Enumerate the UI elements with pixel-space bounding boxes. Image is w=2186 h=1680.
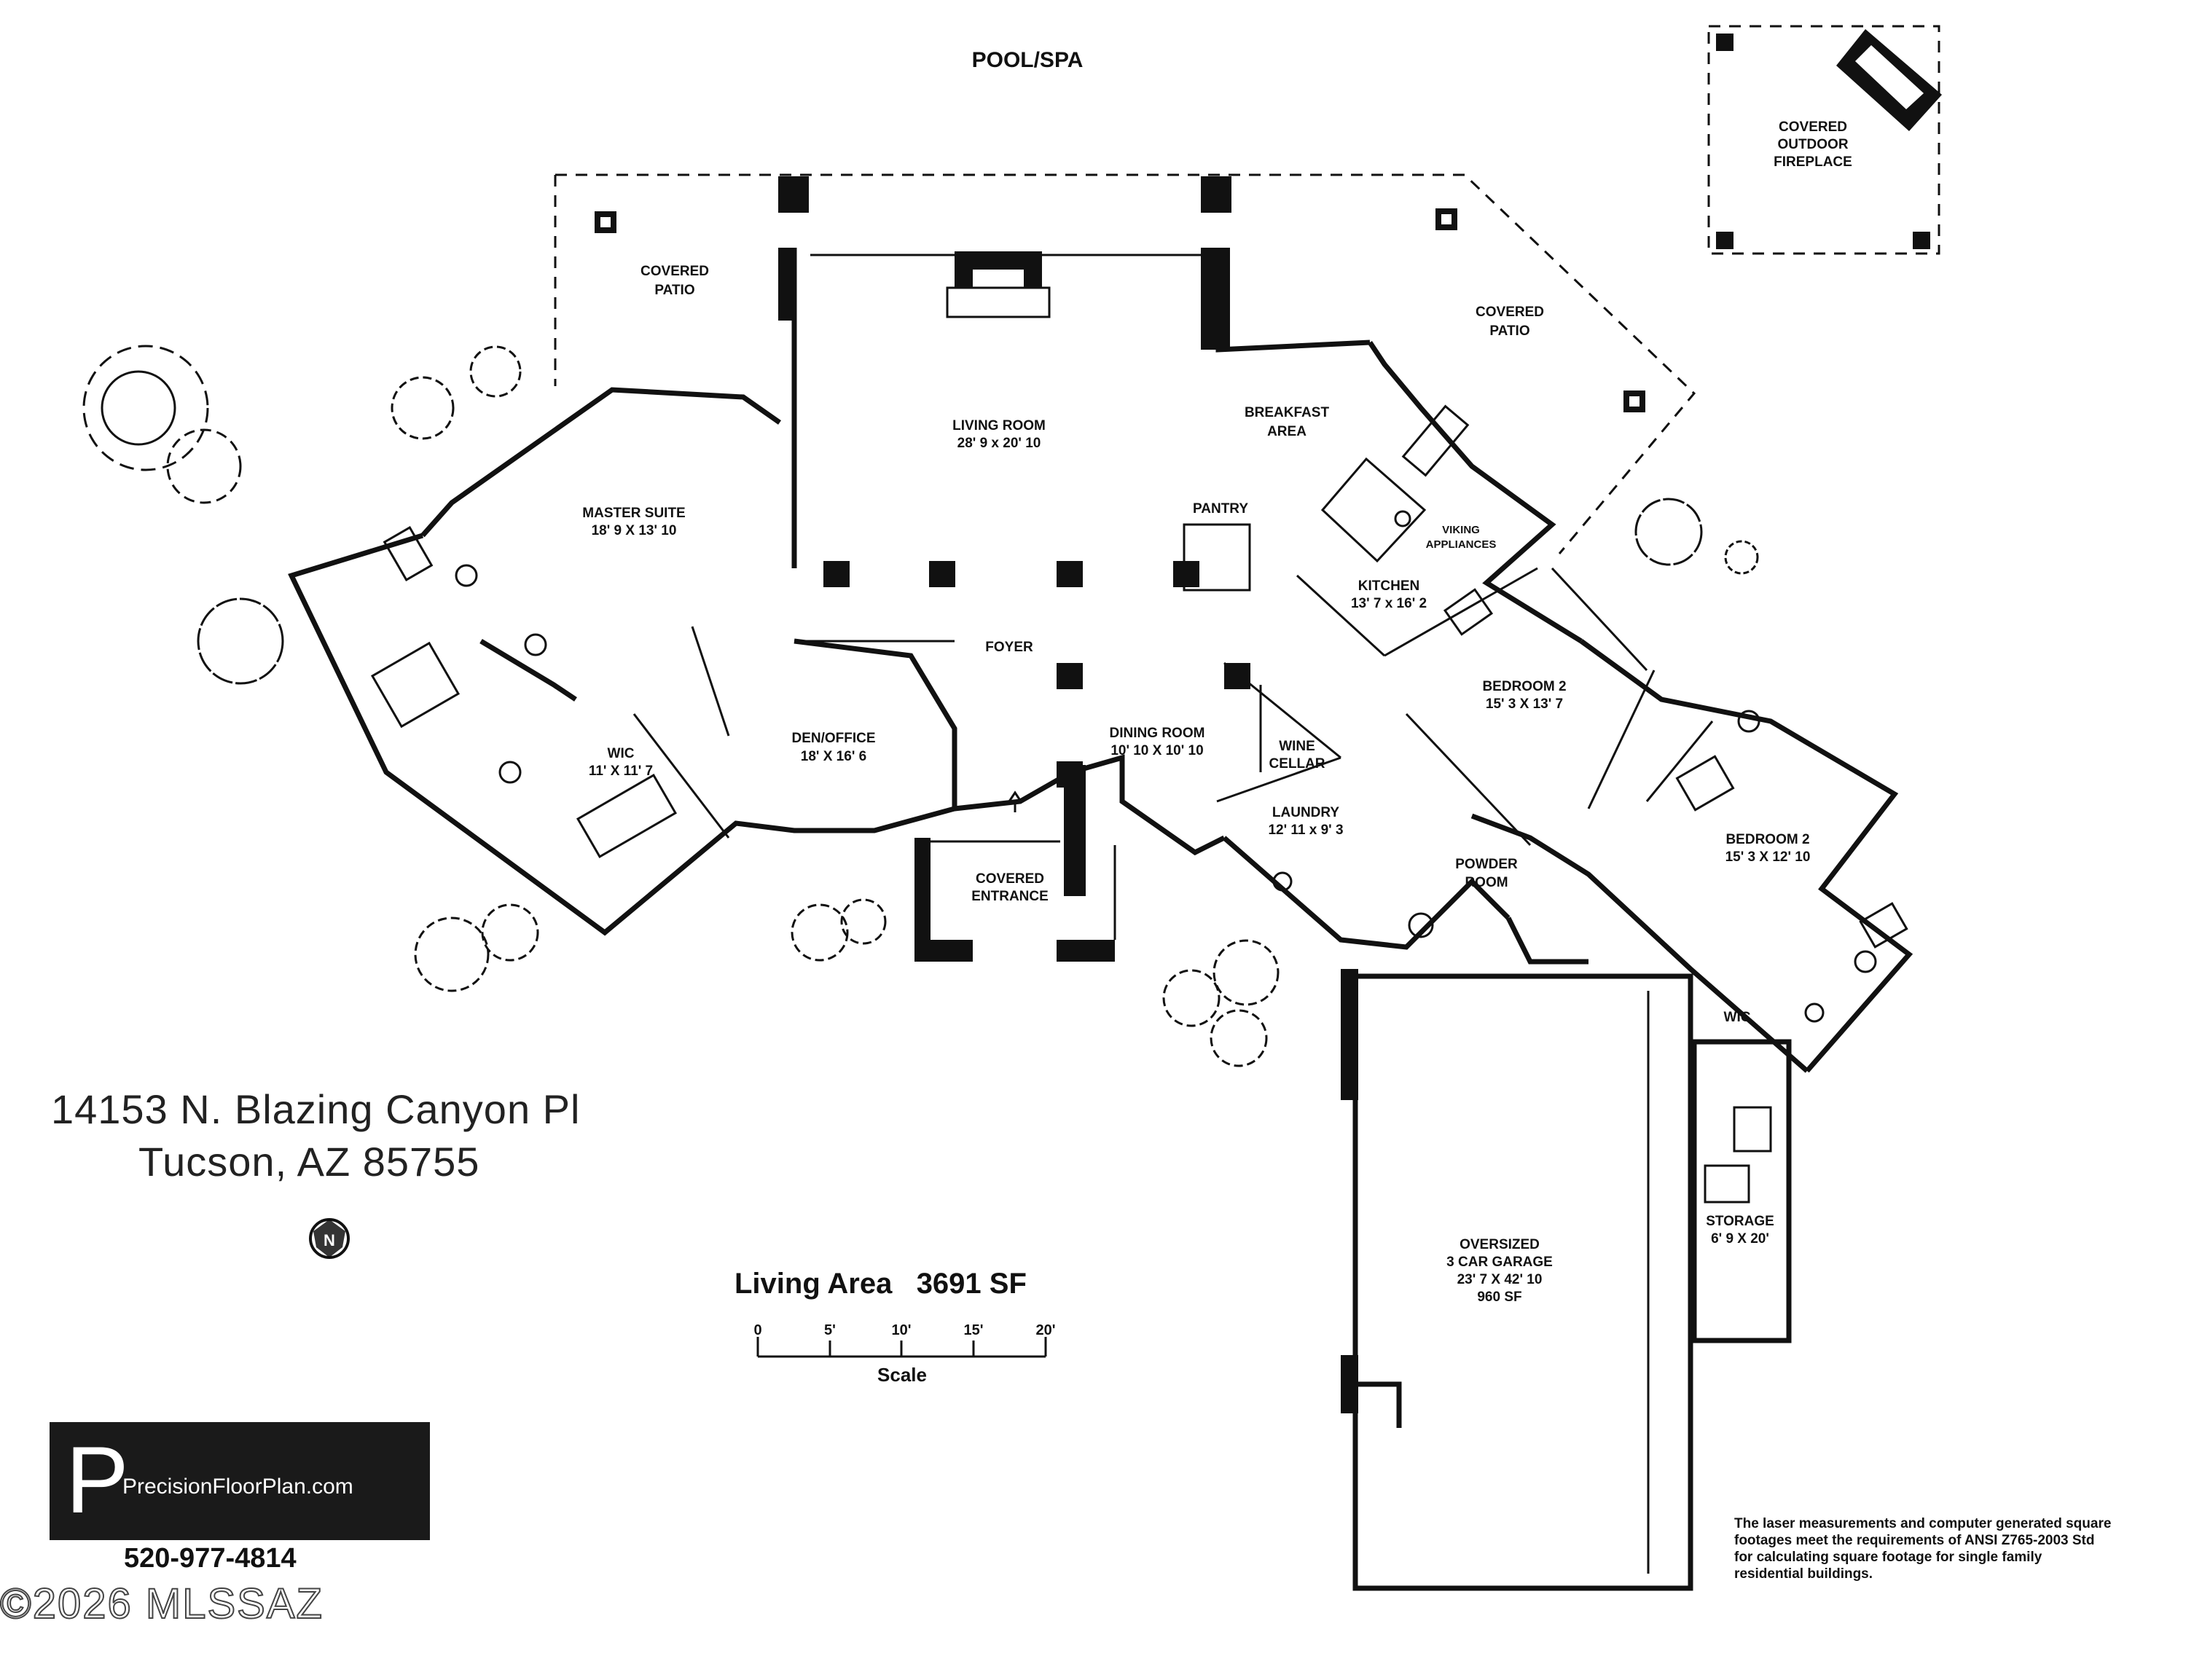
covered-patio-right-label: COVERED PATIO [1476,305,1544,339]
svg-text:CELLAR: CELLAR [1269,756,1325,772]
svg-text:WINE: WINE [1279,739,1315,754]
columns [823,561,1250,788]
address-line-1: 14153 N. Blazing Canyon Pl [51,1086,581,1132]
pool-spa-label: POOL/SPA [972,48,1084,72]
address-line-2: Tucson, AZ 85755 [138,1139,480,1185]
bedroom-2a-label: BEDROOM 2 15' 3 X 13' 7 [1482,679,1566,712]
kitchen-fixtures [1183,404,1494,636]
copyright-watermark: ©2026 MLSSAZ [0,1579,324,1628]
scale-tick-10: 10' [891,1322,911,1338]
svg-text:15' 3 X 13' 7: 15' 3 X 13' 7 [1486,696,1563,712]
svg-text:COVERED: COVERED [1779,119,1847,135]
svg-text:LAUNDRY: LAUNDRY [1272,805,1340,820]
living-area-total: Living Area 3691 SF [734,1268,1027,1300]
svg-text:10' 10 X 10' 10: 10' 10 X 10' 10 [1110,743,1203,758]
scale-label: Scale [877,1364,927,1386]
svg-text:OUTDOOR: OUTDOOR [1777,137,1848,152]
wine-cellar-label: WINE CELLAR [1269,739,1325,772]
covered-patio-left-label: COVERED PATIO [640,264,709,298]
svg-text:PATIO: PATIO [654,283,694,298]
svg-text:VIKING: VIKING [1442,524,1480,536]
scale-tick-0: 0 [753,1322,761,1338]
svg-text:POWDER: POWDER [1455,857,1518,872]
svg-text:MASTER SUITE: MASTER SUITE [582,506,685,521]
foyer-label: FOYER [985,640,1033,655]
svg-text:BEDROOM 2: BEDROOM 2 [1725,832,1809,847]
svg-text:13' 7 x 16' 2: 13' 7 x 16' 2 [1351,596,1427,611]
storage-label: STORAGE 6' 9 X 20' [1706,1214,1774,1247]
svg-text:AREA: AREA [1267,424,1306,439]
logo-site: PrecisionFloorPlan.com [122,1475,353,1499]
svg-text:ROOM: ROOM [1465,875,1508,890]
bedroom-2b-label: BEDROOM 2 15' 3 X 12' 10 [1725,832,1811,865]
powder-room-label: POWDER ROOM [1455,857,1518,890]
svg-text:28' 9 x 20' 10: 28' 9 x 20' 10 [957,436,1041,451]
scale-bar: 0 5' 10' 15' 20' Scale [753,1322,1055,1386]
covered-outdoor-fireplace-label: COVERED OUTDOOR FIREPLACE [1774,119,1852,170]
svg-text:23' 7 X 42' 10: 23' 7 X 42' 10 [1457,1272,1543,1287]
breakfast-area-label: BREAKFAST AREA [1245,405,1330,439]
svg-text:11' X 11' 7: 11' X 11' 7 [589,764,653,779]
svg-text:960 SF: 960 SF [1477,1290,1521,1305]
measurement-disclaimer: The laser measurements and computer gene… [1734,1516,2112,1582]
svg-text:COVERED: COVERED [1476,305,1544,320]
compass-icon: N [309,1218,350,1259]
svg-text:12' 11 x 9' 3: 12' 11 x 9' 3 [1268,823,1343,838]
svg-text:ENTRANCE: ENTRANCE [971,889,1049,904]
garage-label: OVERSIZED 3 CAR GARAGE 23' 7 X 42' 10 96… [1446,1237,1553,1305]
svg-text:COVERED: COVERED [640,264,709,279]
compass-label: N [324,1231,335,1249]
svg-text:15' 3 X 12' 10: 15' 3 X 12' 10 [1725,849,1811,865]
outdoor-fireplace-structure [1707,25,1942,255]
den-office-label: DEN/OFFICE 18' X 16' 6 [791,731,875,764]
kitchen-label: KITCHEN 13' 7 x 16' 2 [1351,578,1427,611]
phone-number: 520-977-4814 [124,1543,297,1574]
precision-floor-plan-logo: P PrecisionFloorPlan.com [50,1422,430,1540]
svg-text:STORAGE: STORAGE [1706,1214,1774,1229]
scale-tick-20: 20' [1035,1322,1055,1338]
svg-text:KITCHEN: KITCHEN [1358,578,1419,594]
svg-text:BREAKFAST: BREAKFAST [1245,405,1330,420]
svg-text:6' 9 X 20': 6' 9 X 20' [1711,1231,1769,1247]
laundry-label: LAUNDRY 12' 11 x 9' 3 [1268,805,1343,838]
svg-text:DINING ROOM: DINING ROOM [1110,726,1205,741]
svg-text:PATIO: PATIO [1489,323,1529,339]
living-room-label: LIVING ROOM 28' 9 x 20' 10 [952,418,1046,451]
svg-text:18' 9 X 13' 10: 18' 9 X 13' 10 [592,523,677,538]
svg-text:COVERED: COVERED [976,871,1044,887]
svg-text:BEDROOM 2: BEDROOM 2 [1482,679,1566,694]
svg-text:FIREPLACE: FIREPLACE [1774,154,1852,170]
svg-text:3 CAR GARAGE: 3 CAR GARAGE [1446,1255,1553,1270]
patio-outlines [554,173,1696,554]
scale-tick-5: 5' [824,1322,836,1338]
master-suite-label: MASTER SUITE 18' 9 X 13' 10 [582,506,685,538]
svg-text:LIVING ROOM: LIVING ROOM [952,418,1046,433]
house-walls [288,176,1913,1591]
wic-bedroom-label: WIC [1724,1010,1751,1025]
svg-text:18' X 16' 6: 18' X 16' 6 [801,749,866,764]
entry-arrow [1007,790,1023,812]
logo-letter: P [66,1426,129,1533]
viking-appliances-label: VIKING APPLIANCES [1426,524,1497,551]
svg-text:APPLIANCES: APPLIANCES [1426,538,1497,551]
bath-fixtures [370,525,1908,1023]
svg-text:OVERSIZED: OVERSIZED [1460,1237,1540,1252]
wic-master-label: WIC 11' X 11' 7 [589,746,653,779]
landscape-trees [82,345,1759,1067]
svg-text:DEN/OFFICE: DEN/OFFICE [791,731,875,746]
dining-room-label: DINING ROOM 10' 10 X 10' 10 [1110,726,1205,758]
svg-text:WIC: WIC [608,746,635,761]
scale-tick-15: 15' [963,1322,983,1338]
covered-entrance-label: COVERED ENTRANCE [971,871,1049,904]
pantry-label: PANTRY [1193,501,1248,517]
